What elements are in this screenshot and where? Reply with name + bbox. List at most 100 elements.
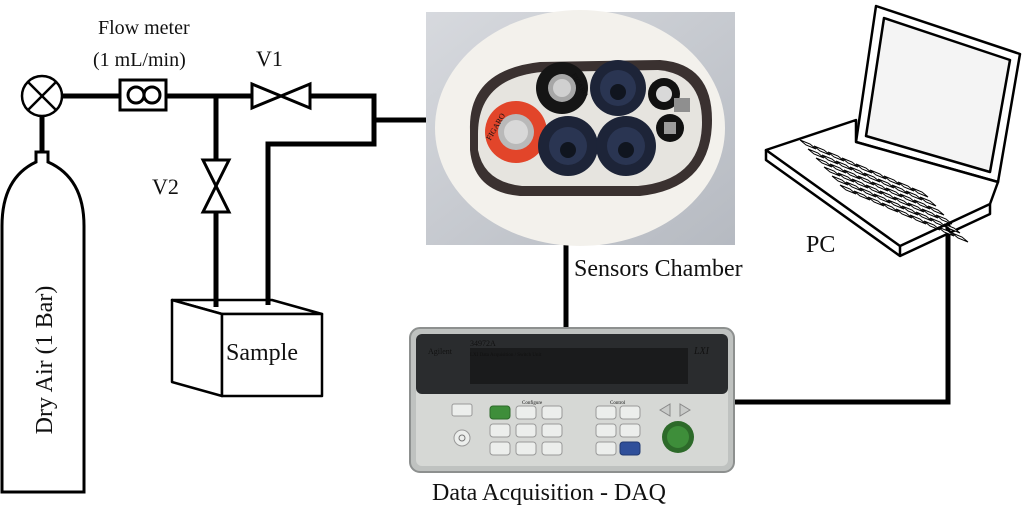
- daq-control: Control: [610, 401, 626, 406]
- daq-key[interactable]: [515, 423, 537, 438]
- laptop-key: [883, 175, 901, 186]
- laptop-key: [853, 190, 871, 201]
- daq-brand: Agilent: [428, 347, 453, 356]
- laptop-key: [821, 154, 839, 165]
- daq-key[interactable]: [619, 423, 641, 438]
- daq-key[interactable]: [489, 423, 511, 438]
- laptop-key: [899, 193, 917, 204]
- laptop-key: [855, 163, 873, 174]
- daq-label: Data Acquisition - DAQ: [432, 480, 666, 506]
- daq-key[interactable]: [489, 441, 511, 456]
- laptop-key: [815, 157, 833, 168]
- daq-key-blue[interactable]: [619, 441, 641, 456]
- laptop-key: [827, 151, 845, 162]
- daq-model: 34972A: [470, 339, 496, 348]
- daq-subtitle: LXI Data Acquisition / Switch Unit: [470, 353, 542, 358]
- daq-screen: [470, 348, 688, 384]
- cylinder-label: Dry Air (1 Bar): [32, 286, 58, 435]
- daq-key[interactable]: [541, 423, 563, 438]
- laptop-key: [929, 217, 947, 228]
- laptop-key: [915, 211, 933, 222]
- daq-arrow-left[interactable]: [659, 403, 671, 417]
- laptop-key: [897, 181, 915, 192]
- tube-fitting: [674, 98, 690, 112]
- flow-meter: [118, 78, 168, 112]
- daq-key[interactable]: [541, 441, 563, 456]
- laptop-key: [873, 193, 891, 204]
- laptop-key: [907, 202, 925, 213]
- laptop-key: [823, 166, 841, 177]
- laptop-key: [807, 148, 825, 159]
- laptop-key: [845, 181, 863, 192]
- daq-key[interactable]: [595, 405, 617, 420]
- main-line: [59, 93, 377, 305]
- laptop-key: [857, 175, 875, 186]
- laptop-key: [841, 157, 859, 168]
- small-sensor-1: [648, 78, 680, 110]
- daq-key[interactable]: [595, 441, 617, 456]
- laptop-key: [851, 178, 869, 189]
- daq-lxi: LXI: [693, 346, 710, 357]
- dry-air-cylinder: [0, 150, 86, 494]
- laptop-key: [879, 190, 897, 201]
- laptop-key: [829, 163, 847, 174]
- daq-key[interactable]: [619, 405, 641, 420]
- daq-configure: Configure: [522, 401, 543, 406]
- daq-key[interactable]: [515, 441, 537, 456]
- figaro-red-sensor: FIGARO: [484, 101, 547, 163]
- daq-key[interactable]: [595, 423, 617, 438]
- regulator-valve: [20, 74, 64, 118]
- laptop-key: [869, 169, 887, 180]
- laptop-key: [909, 214, 927, 225]
- daq-key[interactable]: [515, 405, 537, 420]
- pc-label: PC: [806, 232, 835, 258]
- laptop-key: [905, 190, 923, 201]
- laptop-key: [871, 181, 889, 192]
- daq-key-monitor[interactable]: [451, 403, 473, 417]
- box-pipes: [213, 290, 271, 307]
- laptop-key: [881, 202, 899, 213]
- laptop-key: [885, 187, 903, 198]
- laptop-key: [891, 184, 909, 195]
- laptop-key: [837, 172, 855, 183]
- laptop-keyboard: [799, 139, 969, 243]
- laptop-key: [901, 205, 919, 216]
- sensors-chamber-label: Sensors Chamber: [574, 256, 743, 282]
- figaro-top-sensor: FIGARO: [536, 62, 590, 114]
- daq-pc-cable: [731, 212, 951, 405]
- flow-rate-label: (1 mL/min): [93, 49, 186, 71]
- laptop-key: [843, 169, 861, 180]
- daq-arrow-right[interactable]: [679, 403, 691, 417]
- valve-v1: [250, 81, 312, 111]
- valve-v2: [200, 158, 232, 214]
- laptop-key: [865, 184, 883, 195]
- daq-key[interactable]: [541, 405, 563, 420]
- laptop-key: [849, 166, 867, 177]
- daq-power-button[interactable]: [453, 429, 471, 447]
- laptop-key: [937, 226, 955, 237]
- laptop-key: [919, 196, 937, 207]
- laptop-key: [831, 175, 849, 186]
- laptop-key: [813, 145, 831, 156]
- laptop-pc: [764, 4, 1022, 258]
- sensors-chamber-photo: FIGARO FIGARO: [426, 10, 735, 246]
- laptop-key: [943, 223, 961, 234]
- tubing: [39, 93, 951, 405]
- laptop-key: [887, 199, 905, 210]
- daq-key-scan[interactable]: [489, 405, 511, 420]
- laptop-key: [923, 220, 941, 231]
- blue-sensor-3: [596, 116, 656, 176]
- laptop-key: [951, 232, 969, 243]
- laptop-key: [927, 205, 945, 216]
- laptop-key: [935, 214, 953, 225]
- v1-label: V1: [256, 46, 283, 71]
- laptop-key: [859, 187, 877, 198]
- blue-sensor-1: [590, 60, 646, 116]
- laptop-key: [867, 196, 885, 207]
- laptop-key: [863, 172, 881, 183]
- laptop-key: [913, 199, 931, 210]
- sample-container: [170, 298, 324, 398]
- sample-label: Sample: [226, 340, 298, 366]
